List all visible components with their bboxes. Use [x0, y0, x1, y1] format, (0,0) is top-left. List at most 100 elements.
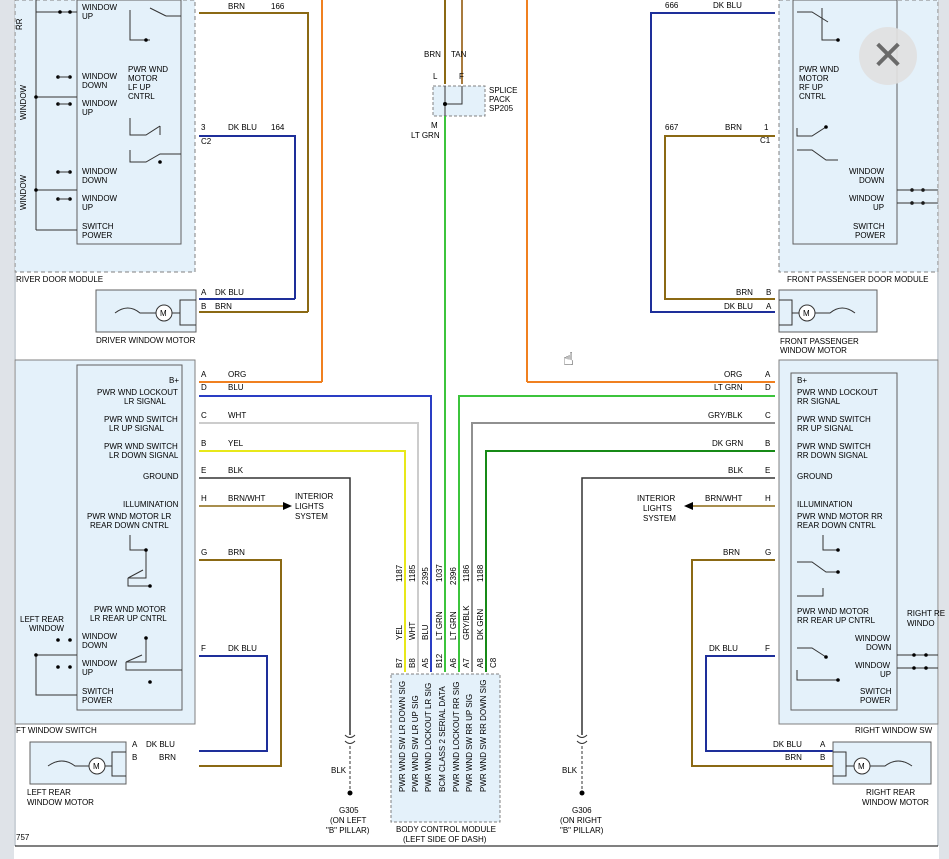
lr-label-ground: GROUND: [143, 472, 179, 481]
driver-motor-wire-b: BRN: [215, 302, 232, 311]
rr-label-lockout-2: RR SIGNAL: [797, 397, 841, 406]
lr-wire-yel: YEL: [228, 439, 244, 448]
lr-blu-wire: [199, 395, 432, 672]
driver-switch-power: SWITCH: [82, 222, 114, 231]
lr-pin-e: E: [201, 466, 206, 475]
driver-window-up-2b: UP: [82, 203, 93, 212]
rr-wire-ltgrn: LT GRN: [714, 383, 743, 392]
lr-rear-down-1: PWR WND MOTOR LR: [87, 512, 172, 521]
bcm-pin-1: B7: [395, 658, 404, 668]
lr-rear-up-2: LR REAR UP CNTRL: [90, 614, 167, 623]
lr-interior-2: LIGHTS: [295, 502, 324, 511]
viewer-left-margin: [0, 0, 14, 859]
rr-wire-gryblk: GRY/BLK: [708, 411, 743, 420]
splice-pin-m: M: [431, 121, 438, 130]
rr-interior-arrow: [684, 502, 693, 510]
lr-blk-wire: [199, 477, 351, 735]
g306-label-3: "B" PILLAR): [560, 826, 604, 835]
left-rear-window-motor: M A B DK BLU BRN LEFT REAR WINDOW MOTOR: [27, 740, 176, 807]
bcm-signal-4: BCM CLASS 2 SERIAL DATA: [438, 686, 447, 792]
driver-window-up-1: WINDOW: [82, 99, 118, 108]
lr-wht-wire: [199, 422, 419, 672]
driver-door-title: RIVER DOOR MODULE: [16, 275, 103, 284]
rr-blk-wire: [581, 477, 775, 735]
g306-label-1: G306: [572, 806, 592, 815]
bcm-signal-5: PWR WND LOCKOUT RR SIG: [452, 681, 461, 792]
bcm-signal-2: PWR WND SW LR UP SIG: [411, 695, 420, 792]
bcm-signals: PWR WND SW LR DOWN SIG PWR WND SW LR UP …: [398, 680, 488, 792]
bcm-wire-5: LT GRN: [449, 611, 458, 640]
pass-pin-1: 1: [764, 123, 769, 132]
rr-rear-down-1: PWR WND MOTOR RR: [797, 512, 883, 521]
driver-wire-dkblu-num: 164: [271, 123, 285, 132]
pass-motor-cntrl-3: RF UP: [799, 83, 823, 92]
g306-label-2: (ON RIGHT: [560, 816, 602, 825]
left-rear-window-switch: B+ PWR WND LOCKOUT LR SIGNAL PWR WND SWI…: [14, 359, 196, 735]
hand-cursor-icon: ☝: [563, 349, 574, 370]
lr-motor-wire-b: BRN: [159, 753, 176, 762]
rr-switch-power-b: POWER: [860, 696, 890, 705]
bcm-circuit-1: 1187: [395, 564, 404, 582]
driver-motor-cntrl-2: MOTOR: [128, 74, 158, 83]
lr-label-bplus: B+: [169, 376, 179, 385]
close-button[interactable]: ✕: [859, 27, 917, 85]
bcm-circuit-4: 1037: [435, 564, 444, 582]
driver-motor-pin-b: B: [201, 302, 206, 311]
lr-pin-b: B: [201, 439, 206, 448]
lr-label-up-2: LR UP SIGNAL: [109, 424, 165, 433]
rr-right-rear-window-2: WINDO: [907, 619, 935, 628]
lr-wire-f: DK BLU: [228, 644, 257, 653]
driver-dkblu-wire: [199, 135, 296, 299]
g305-label-2: (ON LEFT: [330, 816, 367, 825]
pass-wire-num: 667: [665, 123, 679, 132]
driver-top-window: WINDOW: [82, 3, 118, 12]
pass-switch-power-b: POWER: [855, 231, 885, 240]
rr-interior-3: SYSTEM: [643, 514, 676, 523]
driver-side-text-2: WINDOW: [19, 174, 28, 210]
lr-dkblu-motor-wire: [199, 655, 268, 752]
lr-wire-org: ORG: [228, 370, 246, 379]
passenger-door-title: FRONT PASSENGER DOOR MODULE: [787, 275, 929, 284]
lr-window-up-b: UP: [82, 668, 93, 677]
pass-motor-cntrl-4: CNTRL: [799, 92, 826, 101]
driver-wire-dkblu: DK BLU: [228, 123, 257, 132]
rr-ltgrn-wire: [458, 395, 775, 672]
lr-window-down: WINDOW: [82, 632, 118, 641]
body-control-module: 1187 1185 2395 1037 2396 1186 1188 YEL W…: [390, 564, 501, 844]
bcm-circuit-6: 1186: [462, 564, 471, 582]
bcm-pin-3: A5: [421, 658, 430, 668]
lr-wire-blu: BLU: [228, 383, 244, 392]
g305-label-1: G305: [339, 806, 359, 815]
pass-switch-power: SWITCH: [853, 222, 885, 231]
lr-window-up: WINDOW: [82, 659, 118, 668]
lr-wire-blk: BLK: [228, 466, 244, 475]
lr-interior-3: SYSTEM: [295, 512, 328, 521]
driver-window-up-1b: UP: [82, 108, 93, 117]
lr-left-rear-window-2: WINDOW: [29, 624, 65, 633]
bcm-wire-4: LT GRN: [435, 611, 444, 640]
pass-dkblu-wire: [650, 12, 775, 313]
driver-window-down-2b: DOWN: [82, 176, 108, 185]
pass-window-up-b: UP: [873, 203, 884, 212]
pass-conn-c1: C1: [760, 136, 771, 145]
rr-label-up-1: PWR WND SWITCH: [797, 415, 871, 424]
pass-motor-m: M: [803, 309, 810, 318]
rr-motor-label-1: RIGHT REAR: [866, 788, 915, 797]
lr-switch-power: SWITCH: [82, 687, 114, 696]
rr-rear-up-2: RR REAR UP CNTRL: [797, 616, 876, 625]
driver-top-up: UP: [82, 12, 93, 21]
passenger-window-motor: M B A BRN DK BLU FRONT PASSENGER WINDOW …: [724, 288, 878, 355]
bcm-wire-3: BLU: [421, 624, 430, 640]
bcm-circuit-5: 2396: [449, 567, 458, 585]
close-icon[interactable]: ✕: [871, 33, 905, 79]
splice-pin-f: F: [459, 72, 464, 81]
driver-side-text-3: RR: [15, 18, 24, 30]
rr-window-down: WINDOW: [855, 634, 891, 643]
driver-switch-power-b: POWER: [82, 231, 112, 240]
splice-wire-ltgrn: LT GRN: [411, 131, 440, 140]
rr-label-down-1: PWR WND SWITCH: [797, 442, 871, 451]
driver-window-down-1b: DOWN: [82, 81, 108, 90]
rr-label-up-2: RR UP SIGNAL: [797, 424, 854, 433]
bcm-wire-7: DK GRN: [476, 609, 485, 640]
